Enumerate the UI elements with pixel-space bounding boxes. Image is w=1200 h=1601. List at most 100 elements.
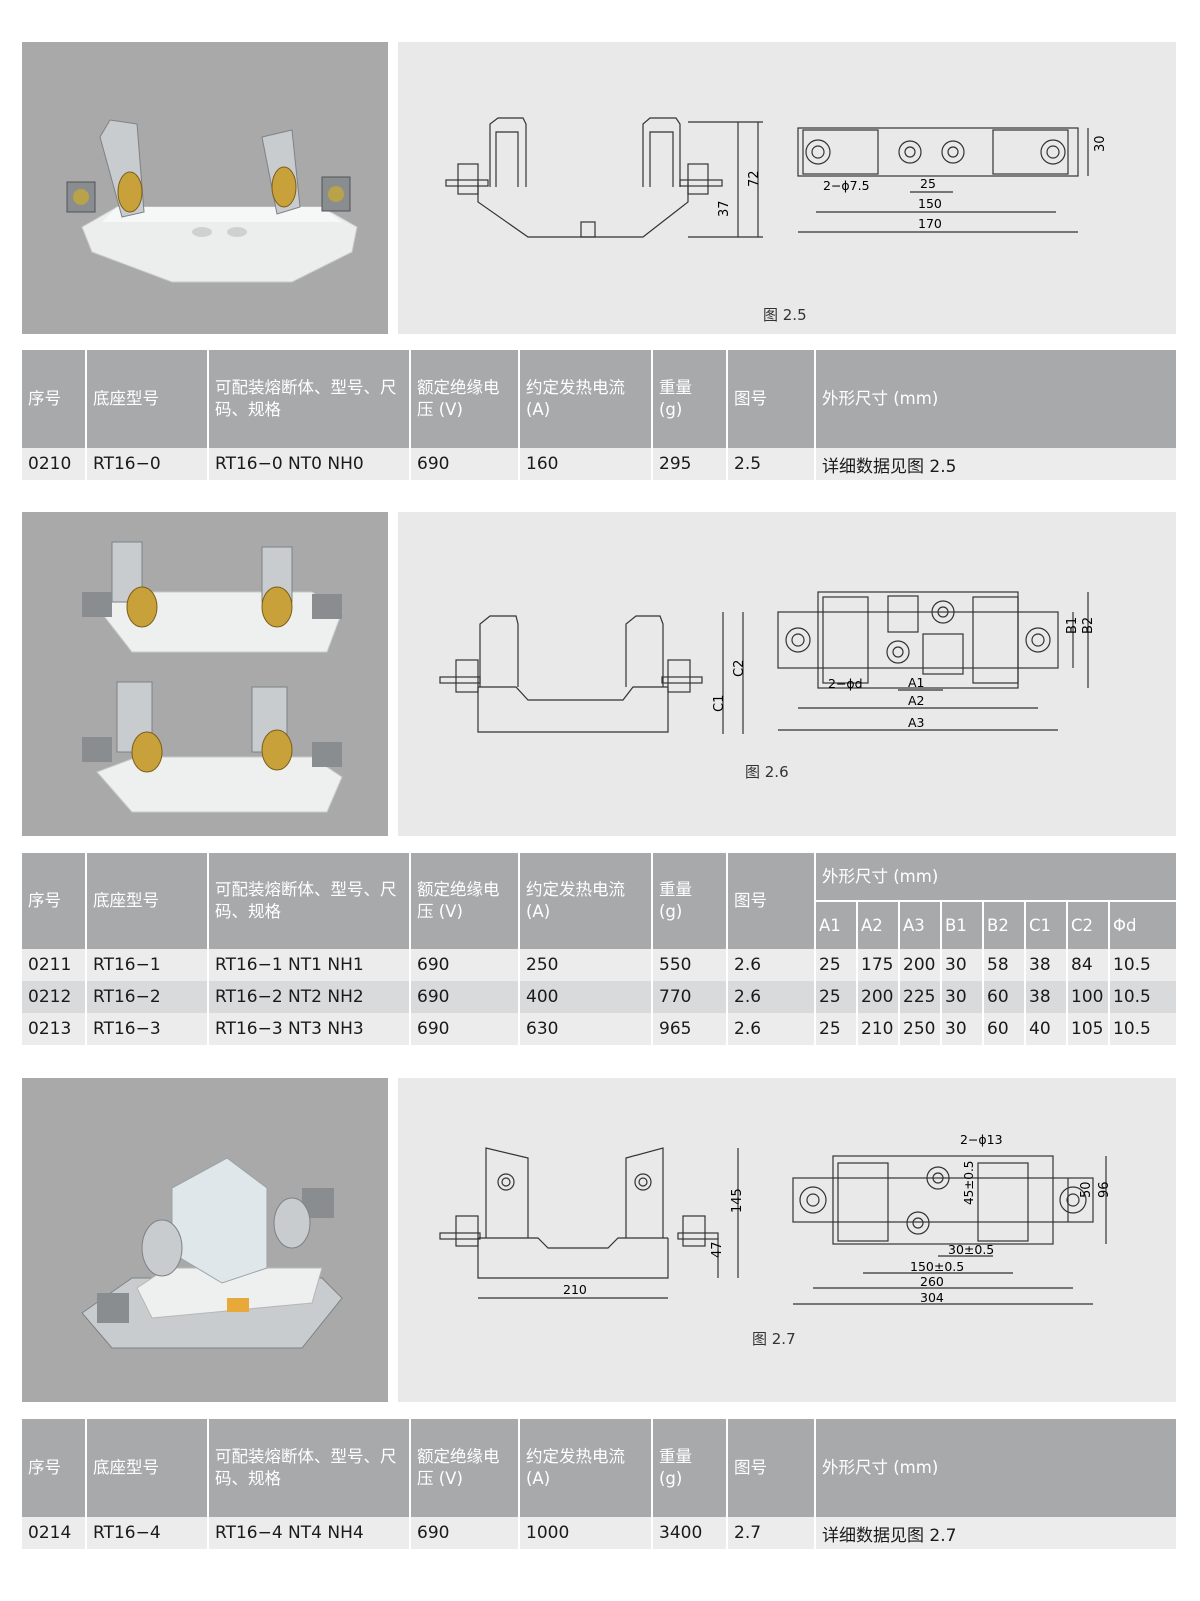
cell-dims: 详细数据见图 2.7 <box>815 1517 1176 1549</box>
cell-b2: 58 <box>983 949 1026 981</box>
header-seq: 序号 <box>22 1419 87 1517</box>
cell-seq: 0212 <box>22 981 87 1013</box>
cell-a3: 225 <box>899 981 942 1013</box>
header-fuse: 可配装熔断体、型号、尺码、规格 <box>208 1419 411 1517</box>
header-b2: B2 <box>983 900 1026 949</box>
table-row: 0214 RT16−4 RT16−4 NT4 NH4 690 1000 3400… <box>22 1517 1176 1549</box>
cell-weight: 295 <box>652 448 728 480</box>
header-dims: 外形尺寸 (mm) <box>815 1419 1176 1517</box>
fuse-base-illustration <box>66 119 358 283</box>
cell-a3: 200 <box>899 949 942 981</box>
spec-table-rt16-4: 序号 底座型号 可配装熔断体、型号、尺码、规格 额定绝缘电压 (V) 约定发热电… <box>22 1419 1176 1549</box>
cell-c1: 40 <box>1025 1013 1068 1045</box>
cell-base: RT16−4 <box>86 1517 209 1549</box>
technical-drawing-2-5: 37 72 30 2−ϕ7.5 25 150 170 图 2.5 <box>398 42 1176 334</box>
header-seq: 序号 <box>22 853 87 949</box>
cell-a2: 200 <box>857 981 900 1013</box>
cell-figure: 2.6 <box>727 1013 816 1045</box>
dim-37: 37 <box>717 200 732 217</box>
cell-current: 400 <box>519 981 653 1013</box>
cell-current: 160 <box>519 448 653 480</box>
dim-260: 260 <box>920 1274 944 1289</box>
header-a2: A2 <box>857 900 900 949</box>
header-figure: 图号 <box>727 1419 816 1517</box>
cell-a2: 210 <box>857 1013 900 1045</box>
dim-c1: C1 <box>712 695 727 712</box>
cell-fuse: RT16−2 NT2 NH2 <box>208 981 411 1013</box>
header-base-model: 底座型号 <box>86 1419 209 1517</box>
figure-caption: 图 2.7 <box>752 1330 796 1348</box>
dim-47: 47 <box>710 1241 725 1258</box>
cell-fuse: RT16−3 NT3 NH3 <box>208 1013 411 1045</box>
cell-current: 630 <box>519 1013 653 1045</box>
cell-base: RT16−1 <box>86 949 209 981</box>
header-current: 约定发热电流 (A) <box>519 853 653 949</box>
cell-figure: 2.7 <box>727 1517 816 1549</box>
cell-voltage: 690 <box>410 448 520 480</box>
technical-drawing-2-7: 145 47 210 2−ϕ13 45±0.5 50 96 30±0.5 150… <box>398 1078 1176 1402</box>
header-fuse: 可配装熔断体、型号、尺码、规格 <box>208 853 411 949</box>
header-voltage: 额定绝缘电压 (V) <box>410 853 520 949</box>
dim-210: 210 <box>563 1282 587 1297</box>
figure-caption: 图 2.5 <box>763 306 807 324</box>
cell-d: 10.5 <box>1109 949 1176 981</box>
cell-a1: 25 <box>815 1013 858 1045</box>
cell-figure: 2.6 <box>727 981 816 1013</box>
spec-table-rt16-1-3: 序号 底座型号 可配装熔断体、型号、尺码、规格 额定绝缘电压 (V) 约定发热电… <box>22 853 1176 1045</box>
spec-table-rt16-0: 序号 底座型号 可配装熔断体、型号、尺码、规格 额定绝缘电压 (V) 约定发热电… <box>22 350 1176 480</box>
cell-seq: 0214 <box>22 1517 87 1549</box>
cell-a1: 25 <box>815 981 858 1013</box>
header-a1: A1 <box>815 900 858 949</box>
dim-b2: B2 <box>1081 617 1096 634</box>
table-row: 0211 RT16−1 RT16−1 NT1 NH1 690 250 550 2… <box>22 949 1176 981</box>
header-c1: C1 <box>1025 900 1068 949</box>
dim-45: 45±0.5 <box>962 1161 976 1205</box>
header-weight: 重量 (g) <box>652 1419 728 1517</box>
cell-b2: 60 <box>983 1013 1026 1045</box>
product-photo-rt16-4 <box>22 1078 388 1402</box>
cell-voltage: 690 <box>410 949 520 981</box>
cell-seq: 0211 <box>22 949 87 981</box>
cell-weight: 550 <box>652 949 728 981</box>
table-row: 0213 RT16−3 RT16−3 NT3 NH3 690 630 965 2… <box>22 1013 1176 1045</box>
cell-base: RT16−3 <box>86 1013 209 1045</box>
product-photo-rt16-1-3 <box>22 512 388 836</box>
cell-c2: 105 <box>1067 1013 1110 1045</box>
dim-c2: C2 <box>732 660 747 677</box>
dim-30: 30±0.5 <box>948 1242 994 1257</box>
header-b1: B1 <box>941 900 984 949</box>
header-figure: 图号 <box>727 853 816 949</box>
cell-figure: 2.5 <box>727 448 816 480</box>
cell-seq: 0210 <box>22 448 87 480</box>
cell-b2: 60 <box>983 981 1026 1013</box>
header-voltage: 额定绝缘电压 (V) <box>410 350 520 448</box>
figure-caption: 图 2.6 <box>745 763 789 781</box>
cell-c1: 38 <box>1025 949 1068 981</box>
dim-170: 170 <box>918 216 942 231</box>
cell-c2: 84 <box>1067 949 1110 981</box>
table-row: 0212 RT16−2 RT16−2 NT2 NH2 690 400 770 2… <box>22 981 1176 1013</box>
cell-d: 10.5 <box>1109 1013 1176 1045</box>
fuse-with-link-illustration <box>81 1157 343 1349</box>
dim-145: 145 <box>730 1188 745 1213</box>
cell-base: RT16−0 <box>86 448 209 480</box>
header-figure: 图号 <box>727 350 816 448</box>
cell-voltage: 690 <box>410 1517 520 1549</box>
dim-a1: A1 <box>908 675 925 690</box>
cell-d: 10.5 <box>1109 981 1176 1013</box>
dim-150: 150±0.5 <box>910 1259 964 1274</box>
cell-base: RT16−2 <box>86 981 209 1013</box>
dim-50: 50 <box>1079 1181 1094 1198</box>
header-d: Φd <box>1109 900 1176 949</box>
dim-hole-diameter: 2−ϕ7.5 <box>823 178 870 193</box>
cell-current: 250 <box>519 949 653 981</box>
cell-weight: 770 <box>652 981 728 1013</box>
cell-c1: 38 <box>1025 981 1068 1013</box>
cell-a1: 25 <box>815 949 858 981</box>
cell-dims: 详细数据见图 2.5 <box>815 448 1176 480</box>
header-seq: 序号 <box>22 350 87 448</box>
cell-b1: 30 <box>941 981 984 1013</box>
cell-weight: 3400 <box>652 1517 728 1549</box>
dim-304: 304 <box>920 1290 944 1305</box>
technical-drawing-2-6: C1 C2 B1 B2 2−ϕd A1 A2 A3 图 2.6 <box>398 512 1176 836</box>
